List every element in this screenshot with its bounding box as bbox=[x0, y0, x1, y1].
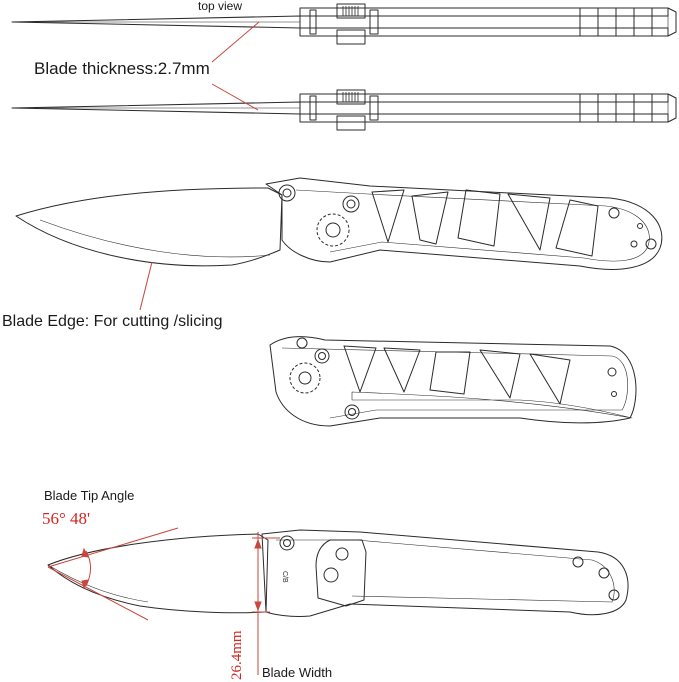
top-view-knife-1 bbox=[11, 3, 677, 45]
svg-text:C/B: C/B bbox=[281, 571, 288, 583]
blade-tip-angle-label: Blade Tip Angle bbox=[44, 488, 135, 503]
annotation-lines bbox=[47, 21, 280, 675]
blade-width-value: 26.4mm bbox=[229, 630, 245, 680]
top-view-label: top view bbox=[198, 0, 243, 13]
closed-knife-view bbox=[269, 336, 637, 427]
blade-width-label: Blade Width bbox=[262, 665, 333, 680]
open-knife-dimensioned-view: C/B bbox=[47, 529, 629, 617]
tip-angle-value: 56° 48' bbox=[42, 509, 91, 528]
open-knife-side-view bbox=[15, 177, 663, 270]
blade-thickness-label: Blade thickness:2.7mm bbox=[34, 59, 210, 78]
blade-edge-label: Blade Edge: For cutting /slicing bbox=[2, 313, 223, 330]
top-view-knife-2 bbox=[11, 89, 677, 131]
